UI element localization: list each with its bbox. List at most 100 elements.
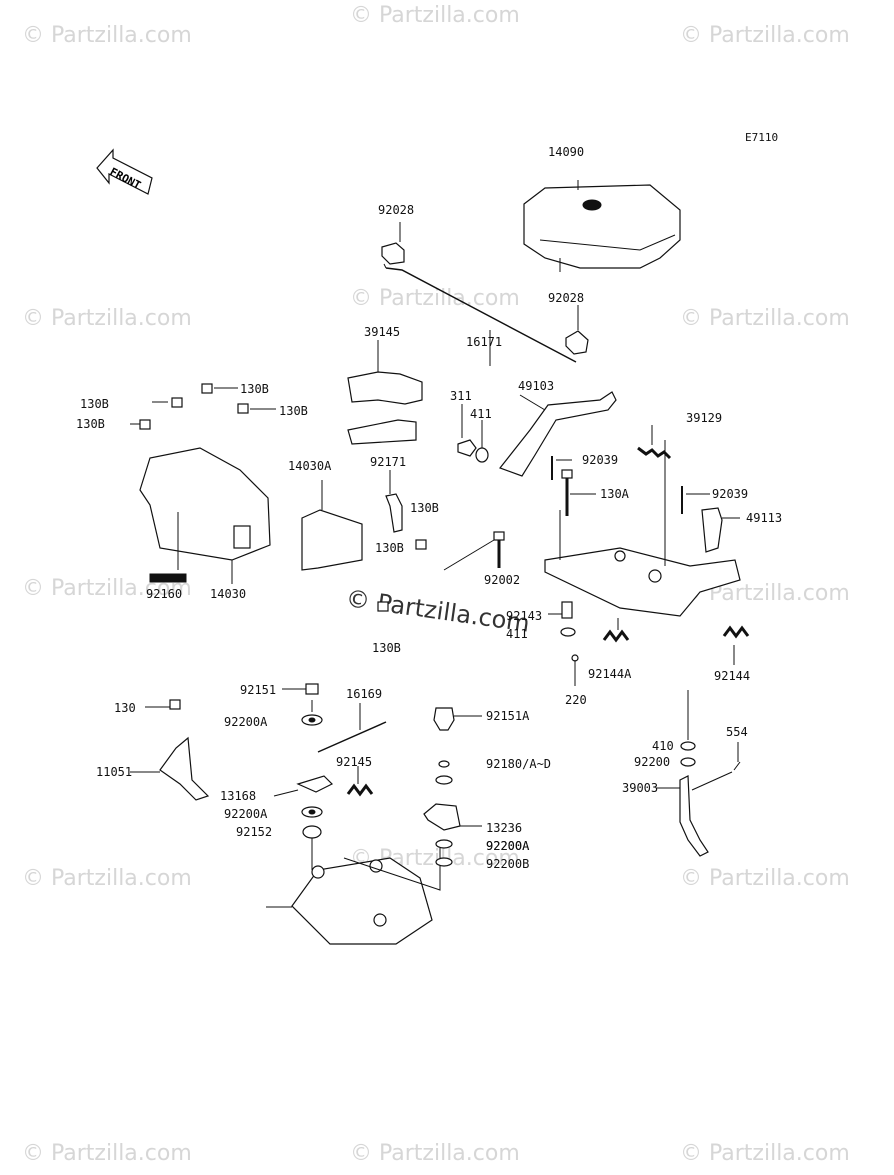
part-number-label: 13236 xyxy=(486,821,522,835)
rod-16171 xyxy=(383,263,577,366)
part-number-label: 130B xyxy=(76,417,105,431)
part-number-label: 130B xyxy=(279,404,308,418)
part-number-label: 130 xyxy=(114,701,136,715)
spring-92145 xyxy=(346,766,374,797)
nut-311 xyxy=(457,404,477,457)
front-arrow-icon: FRONT xyxy=(96,148,153,195)
part-number-label: 130B xyxy=(240,382,269,396)
part-number-label: 11051 xyxy=(96,765,132,779)
watermark: © Partzilla.com xyxy=(350,1141,520,1166)
part-number-label: 92143 xyxy=(506,609,542,623)
bolt-92002 xyxy=(443,531,505,571)
part-number-label: 92200A xyxy=(486,839,530,853)
part-number-label: 92028 xyxy=(378,203,414,217)
part-number-label: 130B xyxy=(375,541,404,555)
box-14030 xyxy=(139,447,271,584)
bracket-11051 xyxy=(130,736,210,801)
part-number-label: 92151 xyxy=(240,683,276,697)
pin-92039-left xyxy=(551,456,572,480)
center-watermark: © Partzilla.com xyxy=(344,584,531,638)
part-number-label: 92200A xyxy=(224,807,268,821)
part-number-label: 92200A xyxy=(224,715,268,729)
part-number-label: 13168 xyxy=(220,789,256,803)
bushing-92152 xyxy=(302,825,322,839)
part-number-label: 411 xyxy=(506,627,528,641)
part-number-label: 16169 xyxy=(346,687,382,701)
part-number-label: 92200 xyxy=(634,755,670,769)
part-number-label: 16171 xyxy=(466,335,502,349)
washer-411 xyxy=(475,420,489,463)
screw-220 xyxy=(571,654,579,686)
part-number-label: 92160 xyxy=(146,587,182,601)
part-number-label: 130B xyxy=(410,501,439,515)
watermark: © Partzilla.com xyxy=(22,306,192,331)
part-number-label: 130B xyxy=(80,397,109,411)
bolt-130 xyxy=(145,699,181,710)
part-number-label: 14030 xyxy=(210,587,246,601)
part-39145 xyxy=(347,340,423,445)
lever-13168 xyxy=(273,775,334,797)
part-92151-stack xyxy=(282,683,323,726)
watermark: © Partzilla.com xyxy=(350,3,520,28)
part-number-label: 92039 xyxy=(712,487,748,501)
washer-92200A-lower xyxy=(301,806,323,818)
part-number-label: 92200A xyxy=(486,839,530,853)
part-number-label: 92200B xyxy=(486,857,529,871)
part-number-label: 410 xyxy=(652,739,674,753)
spring-92144A xyxy=(602,618,630,643)
clip-92028-top xyxy=(381,222,405,265)
part-number-label: 14090 xyxy=(548,145,584,159)
watermark: © Partzilla.com xyxy=(22,866,192,891)
part-number-label: 411 xyxy=(470,407,492,421)
watermark: © Partzilla.com xyxy=(22,1141,192,1166)
part-number-label: 92152 xyxy=(236,825,272,839)
part-labels: 14090 92028 92028 39145 16171 49103 311 411 3912… xyxy=(76,145,782,871)
part-number-label: 39003 xyxy=(622,781,658,795)
carburetor xyxy=(266,838,441,945)
part-number-label: 130B xyxy=(372,641,401,655)
watermark: © Partzilla.com xyxy=(22,23,192,48)
part-number-label: 49103 xyxy=(518,379,554,393)
bracket-14030A xyxy=(301,480,363,571)
watermark: © Partzilla.com xyxy=(350,286,520,311)
part-number-label: 92171 xyxy=(370,455,406,469)
part-number-label: 92180/A~D xyxy=(486,757,551,771)
pin-554 xyxy=(733,742,741,771)
part-number-label: 92144A xyxy=(588,667,632,681)
part-number-label: 92002 xyxy=(484,573,520,587)
bolts-130B xyxy=(130,383,427,612)
part-drawings xyxy=(130,180,750,945)
watermarks: © Partzilla.com © Partzilla.com © Partzi… xyxy=(22,3,850,1166)
bracket-49113 xyxy=(701,507,740,553)
washer-410 xyxy=(680,690,696,751)
part-number-label: 311 xyxy=(450,389,472,403)
pin-92039-right xyxy=(681,486,710,514)
watermark: © Partzilla.com xyxy=(680,1141,850,1166)
part-number-label: 92028 xyxy=(548,291,584,305)
spring-92144 xyxy=(722,625,750,665)
clip-92171 xyxy=(385,470,403,533)
clip-92028-right xyxy=(565,305,589,355)
part-number-label: 130A xyxy=(600,487,630,501)
washer-92200 xyxy=(680,757,696,767)
collar-92143 xyxy=(548,601,573,619)
watermark: © Partzilla.com xyxy=(680,866,850,891)
washer-411-lower xyxy=(560,627,576,637)
part-number-label: 220 xyxy=(565,693,587,707)
cover-14090 xyxy=(523,180,681,272)
part-number-label: 39145 xyxy=(364,325,400,339)
lever-49103 xyxy=(499,391,617,477)
diagram-code: E7110 xyxy=(745,131,778,144)
part-number-label: 92145 xyxy=(336,755,372,769)
part-number-label: 92144 xyxy=(714,669,750,683)
bolt-130A xyxy=(561,469,596,516)
part-number-label: 554 xyxy=(726,725,748,739)
part-number-label: 49113 xyxy=(746,511,782,525)
watermark: © Partzilla.com xyxy=(680,23,850,48)
lever-39003 xyxy=(656,771,733,857)
watermark: © Partzilla.com xyxy=(680,306,850,331)
part-number-label: 92151A xyxy=(486,709,530,723)
part-number-label: 39129 xyxy=(686,411,722,425)
